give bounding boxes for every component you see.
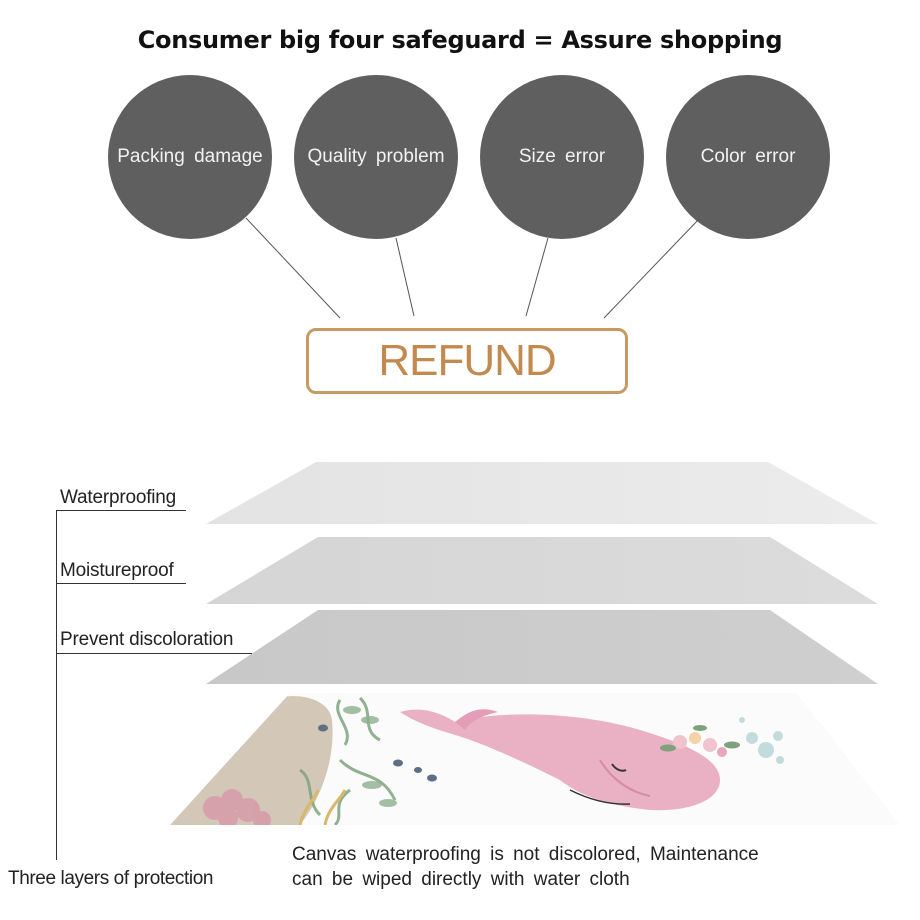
canvas-description: Canvas waterproofing is not discolored, … xyxy=(292,842,759,892)
layer-label-moistureproof: Moistureproof xyxy=(60,560,174,581)
refund-box: REFUND xyxy=(306,328,628,394)
label-underline xyxy=(56,653,252,654)
guarantee-circle-quality: Quality problem xyxy=(294,75,458,239)
connector-line xyxy=(603,217,701,319)
guarantee-circle-color: Color error xyxy=(666,75,830,239)
layers-caption: Three layers of protection xyxy=(8,868,214,889)
connector-line xyxy=(395,237,415,317)
discoloration-layer xyxy=(206,610,878,684)
rock-shape xyxy=(170,696,333,825)
seaweed-leaves xyxy=(343,706,397,807)
moistureproof-layer xyxy=(206,537,878,604)
guarantee-label: Packing damage xyxy=(117,146,263,167)
coral-icon xyxy=(203,789,271,825)
fish-icon xyxy=(318,724,437,782)
connector-lines xyxy=(245,217,701,319)
guarantee-label: Color error xyxy=(700,146,796,167)
connector-line xyxy=(525,237,549,317)
bubble-icon xyxy=(739,717,784,764)
guarantee-circle-size: Size error xyxy=(480,75,644,239)
waterproofing-layer xyxy=(206,462,878,524)
layer-label-discoloration: Prevent discoloration xyxy=(60,629,234,650)
description-line: can be wiped directly with water cloth xyxy=(292,869,630,890)
description-line: Canvas waterproofing is not discolored, … xyxy=(292,844,759,865)
layers-bracket-vertical xyxy=(56,510,57,860)
label-underline xyxy=(56,583,186,584)
layer-label-waterproofing: Waterproofing xyxy=(60,487,177,508)
golden-seaweed xyxy=(298,789,347,825)
page-title: Consumer big four safeguard = Assure sho… xyxy=(137,26,783,54)
canvas-artwork xyxy=(170,693,900,825)
refund-label: REFUND xyxy=(378,336,556,385)
flower-wreath-icon xyxy=(660,725,740,757)
label-underline xyxy=(56,510,186,511)
guarantee-label: Size error xyxy=(518,146,606,167)
seaweed-icon xyxy=(299,696,397,825)
guarantee-circle-packing: Packing damage xyxy=(108,75,272,239)
dolphin-icon xyxy=(400,709,720,811)
guarantee-label: Quality problem xyxy=(307,146,445,167)
connector-line xyxy=(245,217,341,319)
